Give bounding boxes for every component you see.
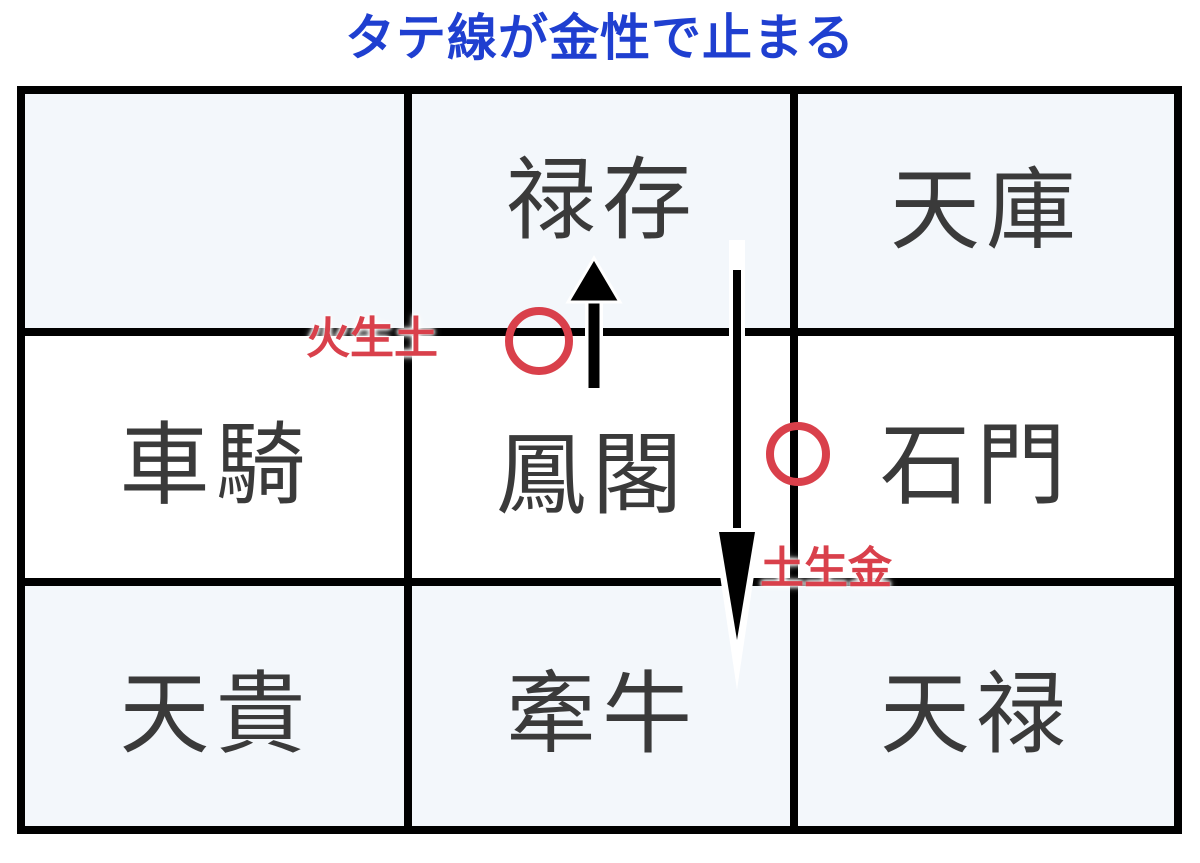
- grid-line-left: [17, 86, 25, 834]
- cell-label: 牽牛: [506, 662, 698, 767]
- grid-cell-shaki: 車騎: [22, 332, 409, 582]
- grid-cell-tenko: 天庫: [795, 92, 1177, 332]
- cell-label: 石門: [880, 413, 1072, 518]
- lower-annotation-label: 土生金: [760, 543, 892, 594]
- grid-cell-empty: [22, 92, 409, 332]
- lower-circle-icon: [766, 422, 830, 486]
- cell-label: 車騎: [119, 413, 312, 518]
- grid-cell-kengyu: 牽牛: [409, 582, 795, 830]
- grid-cell-sekimon: 石門: [795, 332, 1177, 582]
- cell-label: 鳳閣: [496, 423, 688, 528]
- cell-label: 天庫: [890, 158, 1082, 263]
- grid-line-top: [17, 86, 1182, 94]
- cell-label: 禄存: [506, 148, 698, 253]
- cell-label: 天貴: [119, 662, 312, 767]
- grid-line-bottom: [17, 826, 1182, 834]
- cell-label: 天禄: [880, 662, 1072, 767]
- up-arrow-icon: [565, 255, 623, 388]
- grid-line-right: [1174, 86, 1182, 834]
- upper-annotation-label: 火生土: [306, 313, 438, 364]
- down-arrow-icon: [713, 240, 761, 690]
- upper-circle-icon: [505, 307, 573, 375]
- grid-line-col1: [404, 86, 412, 834]
- diagram-title: タテ線が金性で止まる: [345, 9, 855, 67]
- grid-line-row2: [17, 578, 1182, 586]
- grid-cell-tenroku: 天禄: [795, 582, 1177, 830]
- grid-cell-tenki: 天貴: [22, 582, 409, 830]
